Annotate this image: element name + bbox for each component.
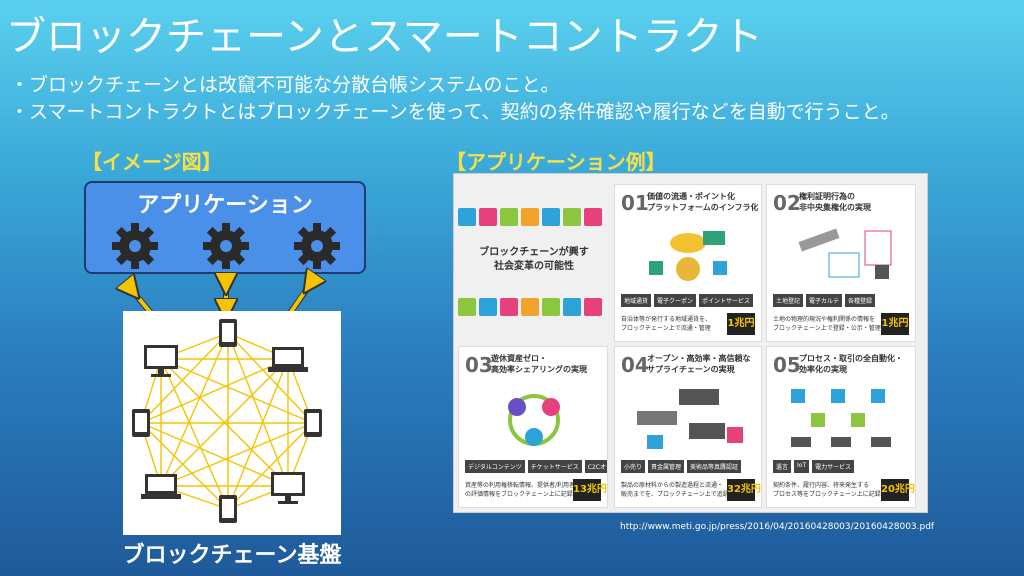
sharing-icon (508, 394, 560, 446)
app-card-02: 02 権利証明行為の非中央集権化の実現 土地登記電子カルテ各種登録 土地の物理的… (766, 184, 916, 342)
market-size-badge: 1兆円 (727, 313, 755, 335)
network-diagram (132, 319, 322, 523)
block-chain-decoration (458, 298, 602, 316)
tablet-icon (304, 409, 322, 437)
monitor-icon (271, 472, 305, 504)
documents-icon (798, 228, 892, 279)
gear-icon (112, 223, 158, 269)
source-link[interactable]: http://www.meti.go.jp/press/2016/04/2016… (620, 522, 935, 532)
gear-icon (203, 223, 249, 269)
laptop-icon (141, 474, 181, 499)
network-link (227, 422, 314, 510)
app-section-label: 【アプリケーション例】 (446, 150, 666, 174)
network-link (160, 358, 229, 510)
blockchain-network (123, 311, 341, 535)
market-size-badge: 32兆円 (727, 479, 761, 501)
coins-icon (649, 231, 727, 281)
laptop-icon (268, 347, 308, 372)
market-size-badge: 1兆円 (881, 313, 909, 335)
blockchain-base-label: ブロックチェーン基盤 (122, 543, 342, 568)
market-size-badge: 20兆円 (881, 479, 915, 501)
tablet-icon (219, 495, 237, 523)
supply-chain-icon (637, 389, 743, 449)
network-link (140, 332, 229, 424)
bullet-item: ・スマートコントラクトとはブロックチェーンを使って、契約の条件確認や履行などを自… (10, 101, 900, 123)
network-link (140, 358, 289, 424)
application-label: アプリケーション (137, 193, 313, 218)
network-link (227, 358, 289, 510)
bullet-list: ・ブロックチェーンとは改竄不可能な分散台帳システムのこと。 ・スマートコントラク… (10, 72, 900, 126)
tablet-icon (132, 409, 150, 437)
app-card-03: 03 遊休資産ゼロ・高効率シェアリングの実現 デジタルコンテンツチケットサービス… (458, 346, 608, 508)
infographic-intro: ブロックチェーンが興す 社会変革の可能性 (454, 174, 611, 342)
bullet-item: ・ブロックチェーンとは改竄不可能な分散台帳システムのこと。 (10, 74, 560, 96)
slide-title: ブロックチェーンとスマートコントラクト (6, 14, 763, 60)
app-card-04: 04 オープン・高効率・高信頼なサプライチェーンの実現 小売り貴金属管理美術品等… (614, 346, 762, 508)
network-link (140, 422, 289, 487)
image-section-label: 【イメージ図】 (82, 150, 222, 174)
application-box: アプリケーション (84, 181, 366, 274)
market-size-badge: 13兆円 (573, 479, 607, 501)
network-link (140, 422, 229, 510)
gear-icon (294, 223, 340, 269)
application-infographic: ブロックチェーンが興す 社会変革の可能性 01 価値の流通・ポイント化プラットフ… (453, 173, 928, 513)
block-chain-decoration (458, 208, 602, 226)
tablet-icon (219, 319, 237, 347)
infographic-center-text: ブロックチェーンが興す 社会変革の可能性 (479, 247, 589, 272)
network-link (160, 422, 314, 487)
app-card-01: 01 価値の流通・ポイント化プラットフォームのインフラ化 地域通貨電子クーポンポ… (614, 184, 762, 342)
network-link (227, 332, 314, 424)
monitor-icon (144, 345, 178, 377)
automation-icon (791, 389, 891, 447)
